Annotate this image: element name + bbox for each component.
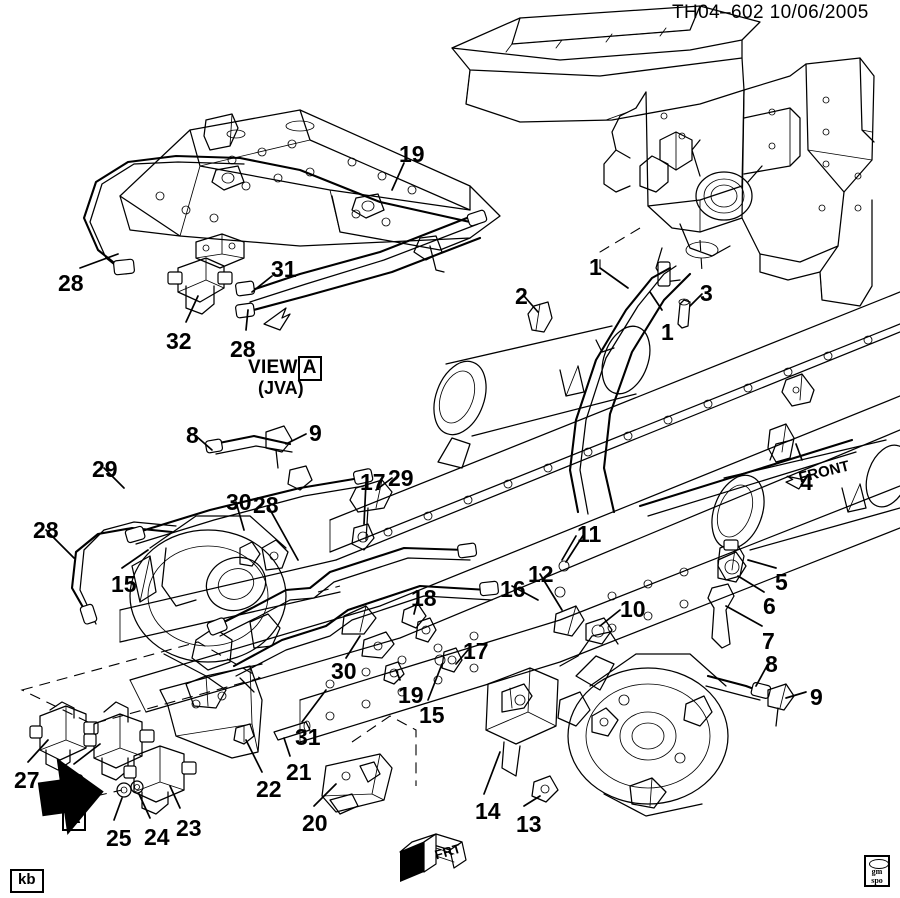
gm-logo-ellipse bbox=[869, 859, 889, 869]
callout-25: 25 bbox=[106, 825, 132, 851]
valve-item-14 bbox=[485, 667, 559, 777]
frt-direction-arrow bbox=[399, 833, 467, 882]
callout-8: 8 bbox=[186, 422, 199, 448]
callout-32: 32 bbox=[166, 328, 192, 354]
tank-mount-brackets bbox=[707, 373, 815, 649]
callout-31: 31 bbox=[295, 724, 321, 750]
diagram-header-code: TH04–602 10/06/2005 bbox=[672, 2, 869, 23]
leader-lines bbox=[27, 162, 807, 821]
view-a-arrow-letter: A bbox=[62, 806, 87, 831]
callout-8: 8 bbox=[765, 651, 778, 677]
callout-13: 13 bbox=[516, 811, 542, 837]
callout-28: 28 bbox=[253, 492, 279, 518]
callout-17: 17 bbox=[360, 469, 386, 495]
callout-11: 11 bbox=[577, 521, 602, 547]
drafter-initials-box: kb bbox=[10, 869, 44, 893]
main-air-hoses bbox=[568, 265, 857, 517]
callout-29: 29 bbox=[388, 465, 414, 491]
callout-31: 31 bbox=[271, 256, 297, 282]
callout-2: 2 bbox=[515, 283, 528, 309]
callout-19: 19 bbox=[398, 682, 424, 708]
callout-4: 4 bbox=[800, 469, 813, 495]
callout-10: 10 bbox=[620, 596, 646, 622]
callout-16: 16 bbox=[500, 576, 526, 602]
view-a-text: VIEW bbox=[248, 357, 298, 378]
callout-7: 7 bbox=[762, 628, 775, 654]
callout-22: 22 bbox=[256, 776, 282, 802]
callout-3: 3 bbox=[700, 280, 713, 306]
air-lines-left bbox=[70, 425, 374, 625]
view-a-frame-rail bbox=[119, 109, 501, 273]
callout-23: 23 bbox=[176, 815, 202, 841]
view-a-marker-box: A bbox=[297, 356, 322, 381]
callout-12: 12 bbox=[528, 561, 554, 587]
clip-item-2 bbox=[527, 301, 553, 333]
callout-17: 17 bbox=[463, 638, 489, 664]
callout-1: 1 bbox=[661, 319, 674, 345]
callout-29: 29 bbox=[92, 456, 118, 482]
air-lines-right bbox=[531, 539, 795, 803]
callout-9: 9 bbox=[309, 420, 322, 446]
front-axle-brake-left bbox=[129, 515, 289, 709]
valve-cluster-bottom-left bbox=[29, 701, 197, 815]
callout-15: 15 bbox=[111, 571, 137, 597]
callout-20: 20 bbox=[302, 810, 328, 836]
callout-5: 5 bbox=[775, 569, 788, 595]
callout-24: 24 bbox=[144, 824, 170, 850]
callout-26: 26 bbox=[59, 769, 85, 795]
bolt-item-3 bbox=[677, 298, 691, 329]
main-frame-rails bbox=[20, 291, 900, 786]
bracket-item-20 bbox=[321, 753, 393, 815]
callout-21: 21 bbox=[286, 759, 312, 785]
view-a-pointer bbox=[263, 307, 291, 331]
callout-27: 27 bbox=[14, 767, 40, 793]
cab-firewall-assembly bbox=[451, 5, 875, 307]
callout-6: 6 bbox=[763, 593, 776, 619]
callout-19: 19 bbox=[399, 141, 425, 167]
callout-1: 1 bbox=[589, 254, 602, 280]
gm-logo-line2: spo bbox=[871, 876, 883, 885]
callout-28: 28 bbox=[58, 270, 84, 296]
pin-item-21 bbox=[273, 720, 311, 741]
callout-28: 28 bbox=[33, 517, 59, 543]
gm-logo-line1: gm bbox=[871, 867, 883, 876]
callout-30: 30 bbox=[331, 658, 357, 684]
front-arrow-glyph bbox=[785, 475, 806, 490]
rear-axle-brake-right bbox=[557, 631, 729, 817]
view-a-hoses bbox=[82, 154, 488, 319]
callout-14: 14 bbox=[475, 798, 501, 824]
air-lines-center bbox=[206, 479, 499, 685]
view-a-direction-arrow bbox=[37, 757, 104, 836]
gm-spo-logo: gm spo bbox=[864, 855, 890, 887]
callout-15: 15 bbox=[419, 702, 445, 728]
callout-9: 9 bbox=[810, 684, 823, 710]
callout-30: 30 bbox=[226, 489, 252, 515]
air-tank-front bbox=[433, 325, 651, 469]
view-a-sublabel: (JVA) bbox=[258, 378, 304, 398]
callout-28: 28 bbox=[230, 336, 256, 362]
callout-18: 18 bbox=[411, 585, 437, 611]
view-a-arrow-marker: A bbox=[62, 806, 87, 831]
item-22 bbox=[233, 723, 255, 745]
